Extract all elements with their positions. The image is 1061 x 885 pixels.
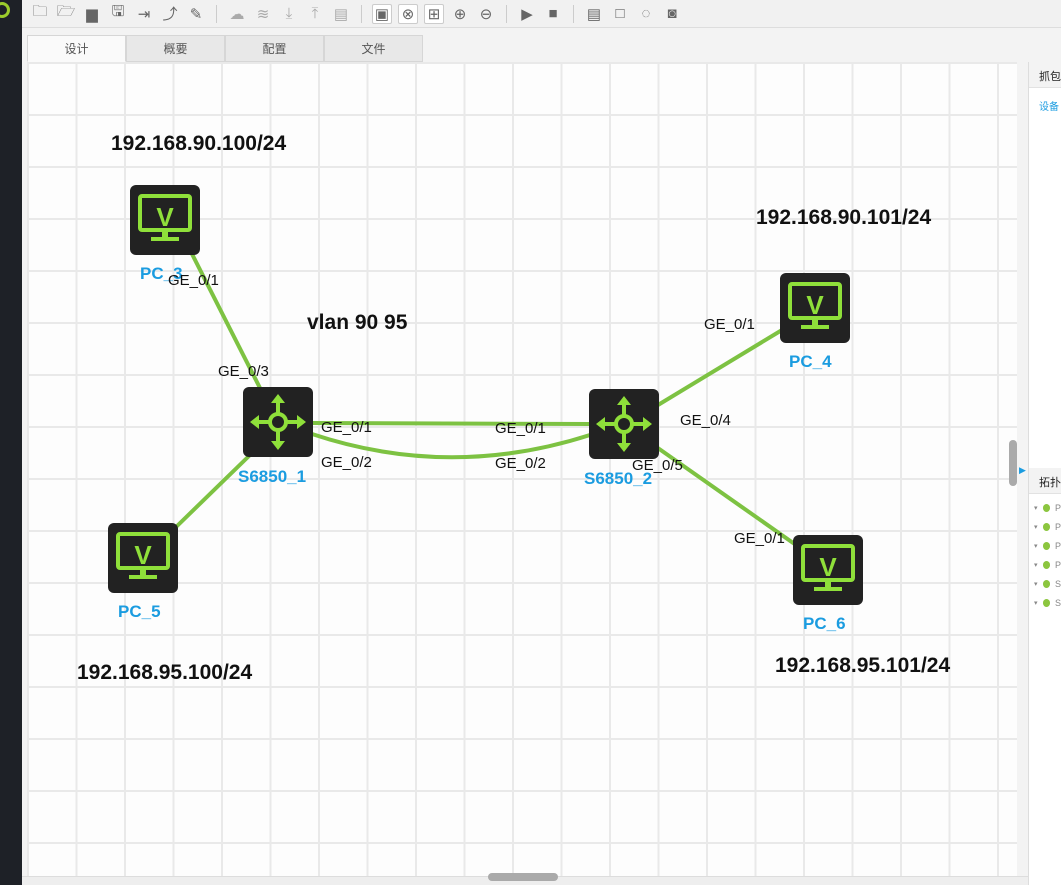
tab-bar: 设计 概要 配置 文件 [27,35,423,62]
ip-label-pc5: 192.168.95.100/24 [77,661,252,684]
collapse-panel-button[interactable]: ▶ [1017,440,1028,500]
save-as-icon[interactable]: ⇥ [137,5,151,23]
device-label-pc6[interactable]: PC_6 [803,614,846,633]
add-link-icon[interactable]: ◌ [641,5,651,22]
tree-item-label: P [1054,540,1061,551]
grid-icon[interactable]: ⊞ [424,3,444,24]
link-sw1-sw2-ge2[interactable] [311,432,591,460]
port-label: GE_0/3 [218,363,269,380]
export-icon[interactable]: ⤴ [162,6,178,23]
topology-icon[interactable]: ⊗ [398,3,418,24]
device-label-pc3[interactable]: PC_3 [140,264,183,283]
status-dot-icon [1042,522,1050,531]
capture-panel-title: 抓包过 [1029,62,1061,88]
tree-item[interactable]: ▾P [1034,559,1061,570]
status-dot-icon [1042,503,1050,512]
edit-icon[interactable]: ✎ [189,5,203,23]
s6850-1-switch-icon[interactable] [241,385,315,459]
tree-item[interactable]: ▾P [1034,502,1061,513]
horizontal-scrollbar[interactable] [488,873,558,881]
app-sidebar [0,0,22,885]
zoom-out-icon[interactable]: ⊖ [479,5,493,23]
topology-panel-title: 拓扑汇 [1029,468,1061,494]
tab-config[interactable]: 配置 [225,35,324,62]
vlan-note: vlan 90 95 [307,311,408,334]
device-label-pc5[interactable]: PC_5 [118,602,161,621]
port-label: GE_0/5 [632,457,683,474]
screenshot-device-icon[interactable]: ▣ [372,3,392,24]
ip-label-pc4: 192.168.90.101/24 [756,206,931,229]
divider [361,4,362,23]
tree-item-label: P [1054,559,1061,570]
new-project-icon[interactable]: 🗀 [32,3,48,20]
app-logo [0,2,10,18]
start-icon[interactable]: ▶ [521,5,533,23]
tab-design[interactable]: 设计 [27,35,126,62]
layers-icon[interactable]: ≋ [256,5,270,23]
tab-files[interactable]: 文件 [324,35,423,62]
pc6-device-icon[interactable] [791,533,865,607]
port-label: GE_0/1 [168,272,219,289]
link-sw1-pc5[interactable] [173,453,252,530]
divider [573,4,574,23]
pc4-device-icon[interactable] [778,271,852,345]
vertical-scrollbar[interactable] [1009,440,1017,486]
log-icon[interactable]: ▤ [333,5,349,23]
port-label: GE_0/1 [495,420,546,437]
divider [506,4,507,23]
capture-device-link[interactable]: 设备 [1039,102,1059,113]
tree-item[interactable]: ▾P [1034,540,1061,551]
tab-summary[interactable]: 概要 [126,35,225,62]
toolbar: 🗀 🗁 ▆ 🖫 ⇥ ⤴ ✎ ☁ ≋ ⤓ ⤒ ▤ ▣ ⊗ ⊞ ⊕ ⊖ ▶ ■ ▤ … [22,0,1061,28]
tree-item-label: S [1054,578,1061,589]
s6850-2-switch-icon[interactable] [587,387,661,461]
add-device-icon[interactable]: □ [615,5,625,22]
tree-item-label: P [1054,502,1061,513]
link-sw2-pc4[interactable] [656,328,784,407]
add-list-icon[interactable]: ▤ [586,5,602,23]
tree-item[interactable]: ▾P [1034,521,1061,532]
link-pc3-sw1[interactable] [188,249,264,393]
tree-item[interactable]: ▾S [1034,597,1061,608]
status-dot-icon [1042,598,1050,607]
tree-item-label: S [1054,597,1061,608]
link-sw1-sw2-ge1[interactable] [311,421,591,426]
pc3-device-icon[interactable] [128,183,202,257]
device-label-sw1[interactable]: S6850_1 [238,467,306,486]
download-icon[interactable]: ⤓ [285,5,293,22]
ip-label-pc3: 192.168.90.100/24 [111,132,286,155]
port-label: GE_0/1 [321,419,372,436]
topology-canvas[interactable]: V 192.168.90.100/24 192.168.90.101/24 19… [27,62,1017,876]
save-icon[interactable]: 🖫 [111,3,125,20]
port-label: GE_0/4 [680,412,731,429]
port-label: GE_0/1 [734,530,785,547]
cloud-download-icon[interactable]: ☁ [229,5,245,23]
tree-item[interactable]: ▾S [1034,578,1061,589]
device-label-sw2[interactable]: S6850_2 [584,469,652,488]
link-sw2-pc6[interactable] [653,444,798,547]
stop-icon[interactable]: ■ [548,5,558,22]
pc5-device-icon[interactable] [106,521,180,595]
tree-item-label: P [1054,521,1061,532]
open-icon[interactable]: 🗁 [56,3,76,20]
status-dot-icon [1042,579,1050,588]
port-label: GE_0/2 [321,454,372,471]
zoom-in-icon[interactable]: ⊕ [453,5,467,23]
status-dot-icon [1042,560,1050,569]
open-folder-icon[interactable]: ▆ [86,5,98,23]
divider [216,4,217,23]
port-label: GE_0/1 [704,316,755,333]
right-panel: 抓包过 设备 拓扑汇 ▾P ▾P ▾P ▾P ▾S ▾S [1028,62,1061,885]
camera-icon[interactable]: ◙ [667,5,677,22]
device-label-pc4[interactable]: PC_4 [789,352,832,371]
port-label: GE_0/2 [495,455,546,472]
ip-label-pc6: 192.168.95.101/24 [775,654,950,677]
upload-icon[interactable]: ⤒ [311,5,319,22]
status-dot-icon [1042,541,1050,550]
